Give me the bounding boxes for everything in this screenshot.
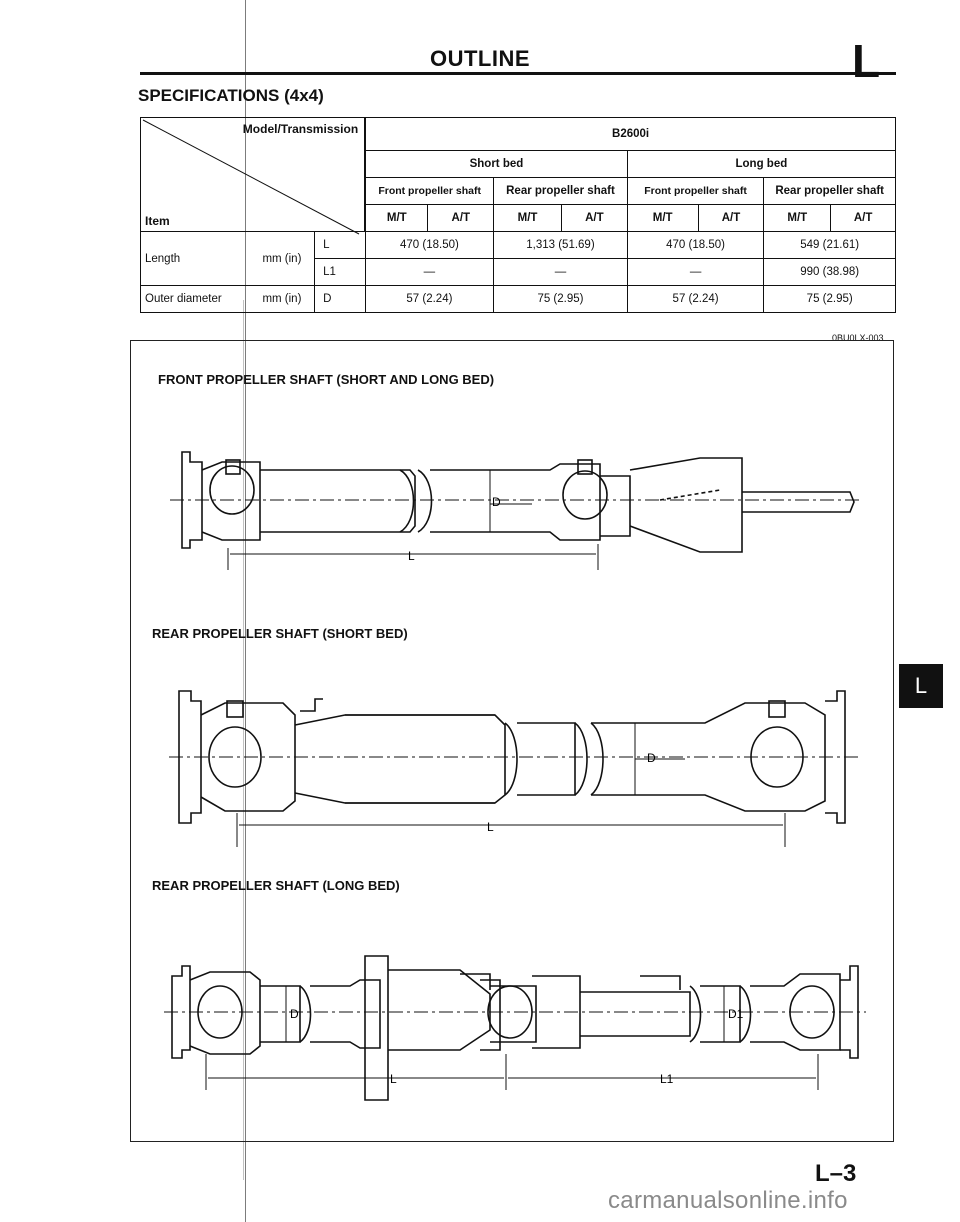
front-shaft-title: FRONT PROPELLER SHAFT (SHORT AND LONG BE… — [158, 372, 495, 387]
rear-long-shaft-title: REAR PROPELLER SHAFT (LONG BED) — [152, 878, 400, 893]
bed-header-long: Long bed — [626, 150, 897, 178]
section-tab-marker: L — [899, 664, 943, 708]
table-cell: — — [364, 258, 495, 286]
dimension-label-D: D — [290, 1007, 299, 1021]
corner-diagonal — [142, 119, 360, 235]
page-number: L–3 — [815, 1160, 857, 1187]
model-header: B2600i — [364, 117, 897, 151]
binding-line — [245, 0, 246, 1222]
figure-code: 0BU0LX-003 — [832, 333, 884, 343]
row-symbol: L1 — [314, 258, 366, 286]
table-cell: 549 (21.61) — [763, 231, 896, 259]
rear-propeller-shaft-long-drawing: D D1 L L1 — [164, 955, 866, 1101]
row-item-outer-diameter: Outer diameter — [139, 285, 250, 313]
row-symbol: L — [314, 231, 366, 259]
table-cell: 57 (2.24) — [626, 285, 765, 313]
row-unit: mm (in) — [249, 231, 316, 286]
dimension-label-D: D — [492, 495, 501, 509]
table-cell: 57 (2.24) — [364, 285, 495, 313]
corner-top-label: Model/Transmission — [242, 122, 359, 136]
table-cell: 470 (18.50) — [626, 231, 765, 259]
rear-short-shaft-title: REAR PROPELLER SHAFT (SHORT BED) — [152, 626, 408, 641]
specifications-table: Model/Transmission Item B2600i Short bed… — [139, 117, 897, 313]
transmission-header: M/T — [364, 204, 429, 232]
table-corner-cell: Model/Transmission Item — [140, 117, 367, 235]
table-cell: — — [626, 258, 765, 286]
table-cell: 470 (18.50) — [364, 231, 495, 259]
rear-propeller-shaft-short-drawing: D L — [169, 690, 861, 847]
watermark: carmanualsonline.info — [608, 1187, 848, 1214]
transmission-header: M/T — [763, 204, 832, 232]
transmission-header: M/T — [626, 204, 699, 232]
shaft-header: Front propeller shaft — [626, 177, 765, 205]
row-symbol: D — [314, 285, 366, 313]
shaft-header: Rear propeller shaft — [493, 177, 628, 205]
row-item-length: Length — [139, 231, 250, 286]
transmission-header: M/T — [493, 204, 562, 232]
table-cell: 1,313 (51.69) — [493, 231, 628, 259]
dimension-label-L: L — [390, 1072, 397, 1086]
table-cell: 990 (38.98) — [763, 258, 896, 286]
shaft-header: Front propeller shaft — [364, 177, 495, 205]
figure-frame — [130, 340, 894, 1142]
page-header-section-letter: L — [852, 35, 881, 87]
bed-header-short: Short bed — [364, 150, 628, 178]
dimension-label-L: L — [408, 549, 415, 563]
shaft-header: Rear propeller shaft — [763, 177, 896, 205]
table-cell: 75 (2.95) — [493, 285, 628, 313]
front-propeller-shaft-drawing: D L — [170, 451, 860, 570]
table-cell: — — [493, 258, 628, 286]
dimension-label-D: D — [647, 751, 656, 765]
binding-line-secondary — [243, 300, 244, 1180]
table-cell: 75 (2.95) — [763, 285, 896, 313]
transmission-header: A/T — [697, 204, 765, 232]
page-header-title: OUTLINE — [429, 46, 531, 71]
transmission-header: A/T — [560, 204, 628, 232]
header-rule — [140, 72, 896, 75]
corner-bottom-label: Item — [145, 214, 170, 228]
dimension-label-L1: L1 — [660, 1072, 674, 1086]
section-title: SPECIFICATIONS (4x4) — [138, 86, 324, 105]
transmission-header: A/T — [830, 204, 896, 232]
dimension-label-D1: D1 — [728, 1007, 744, 1021]
dimension-label-L: L — [487, 820, 494, 834]
transmission-header: A/T — [427, 204, 495, 232]
row-unit: mm (in) — [249, 285, 316, 313]
